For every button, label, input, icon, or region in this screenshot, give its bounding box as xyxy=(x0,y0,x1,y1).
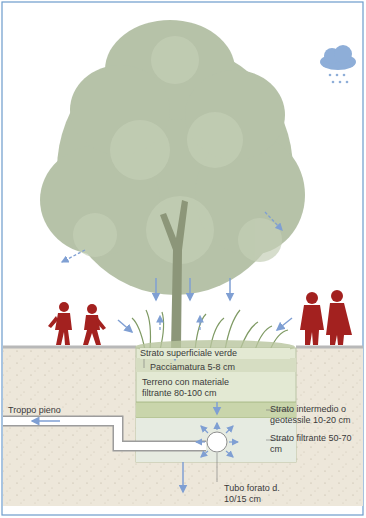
soil-layer-label: Terreno con materiale filtrante 80-100 c… xyxy=(142,377,240,399)
intermediate-layer-label: Strato intermedio o geotessile 10-20 cm xyxy=(270,404,362,426)
surface-layer-label: Strato superficiale verde xyxy=(140,348,290,359)
filter-layer-label: Strato filtrante 50-70 cm xyxy=(270,433,362,455)
mulch-label: Pacciamatura 5-8 cm xyxy=(150,362,260,373)
overflow-label: Troppo pieno xyxy=(8,405,98,416)
pipe-label: Tubo forato d. 10/15 cm xyxy=(224,483,304,505)
